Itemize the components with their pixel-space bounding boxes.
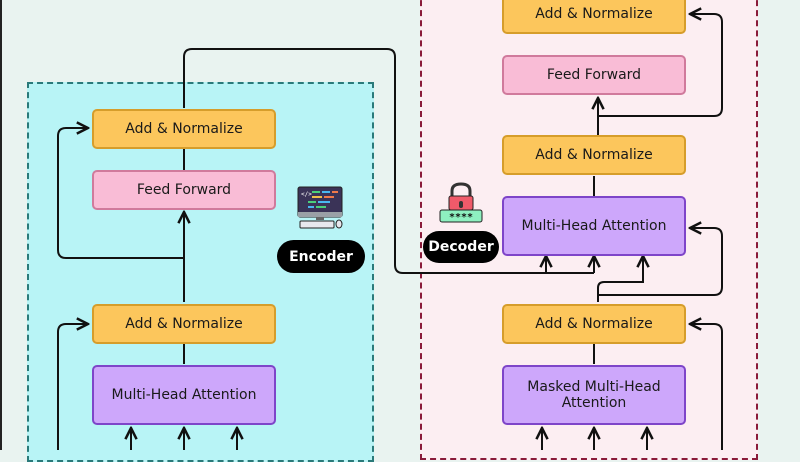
dec-mha-input-q (597, 256, 643, 302)
dec-residual-top (598, 14, 723, 117)
password-mask: **** (449, 212, 473, 223)
decoder-masked-multi-head-attention: Masked Multi-Head Attention (502, 365, 686, 425)
encoder-feed-forward: Feed Forward (92, 170, 276, 210)
connection-wires (57, 0, 723, 450)
encoder-to-decoder (183, 48, 594, 274)
encoder-label: Encoder (277, 240, 365, 273)
dec-residual-middle (598, 228, 723, 296)
computer-code-icon: </> (297, 186, 343, 229)
enc-residual-bottom (57, 324, 88, 450)
lock-password-icon: **** (439, 182, 483, 223)
decoder-add-normalize-top: Add & Normalize (502, 0, 686, 34)
decoder-feed-forward: Feed Forward (502, 55, 686, 95)
dec-residual-bottom (690, 324, 723, 450)
svg-text:</>: </> (301, 191, 312, 198)
decoder-add-normalize-bottom: Add & Normalize (502, 304, 686, 344)
left-edge-border (0, 0, 2, 450)
encoder-multi-head-attention: Multi-Head Attention (92, 365, 276, 425)
decoder-add-normalize-middle: Add & Normalize (502, 135, 686, 175)
decoder-label: Decoder (423, 231, 499, 263)
encoder-add-normalize-top: Add & Normalize (92, 109, 276, 149)
encoder-add-normalize-bottom: Add & Normalize (92, 304, 276, 344)
enc-residual-top (57, 128, 184, 259)
decoder-multi-head-attention: Multi-Head Attention (502, 196, 686, 256)
